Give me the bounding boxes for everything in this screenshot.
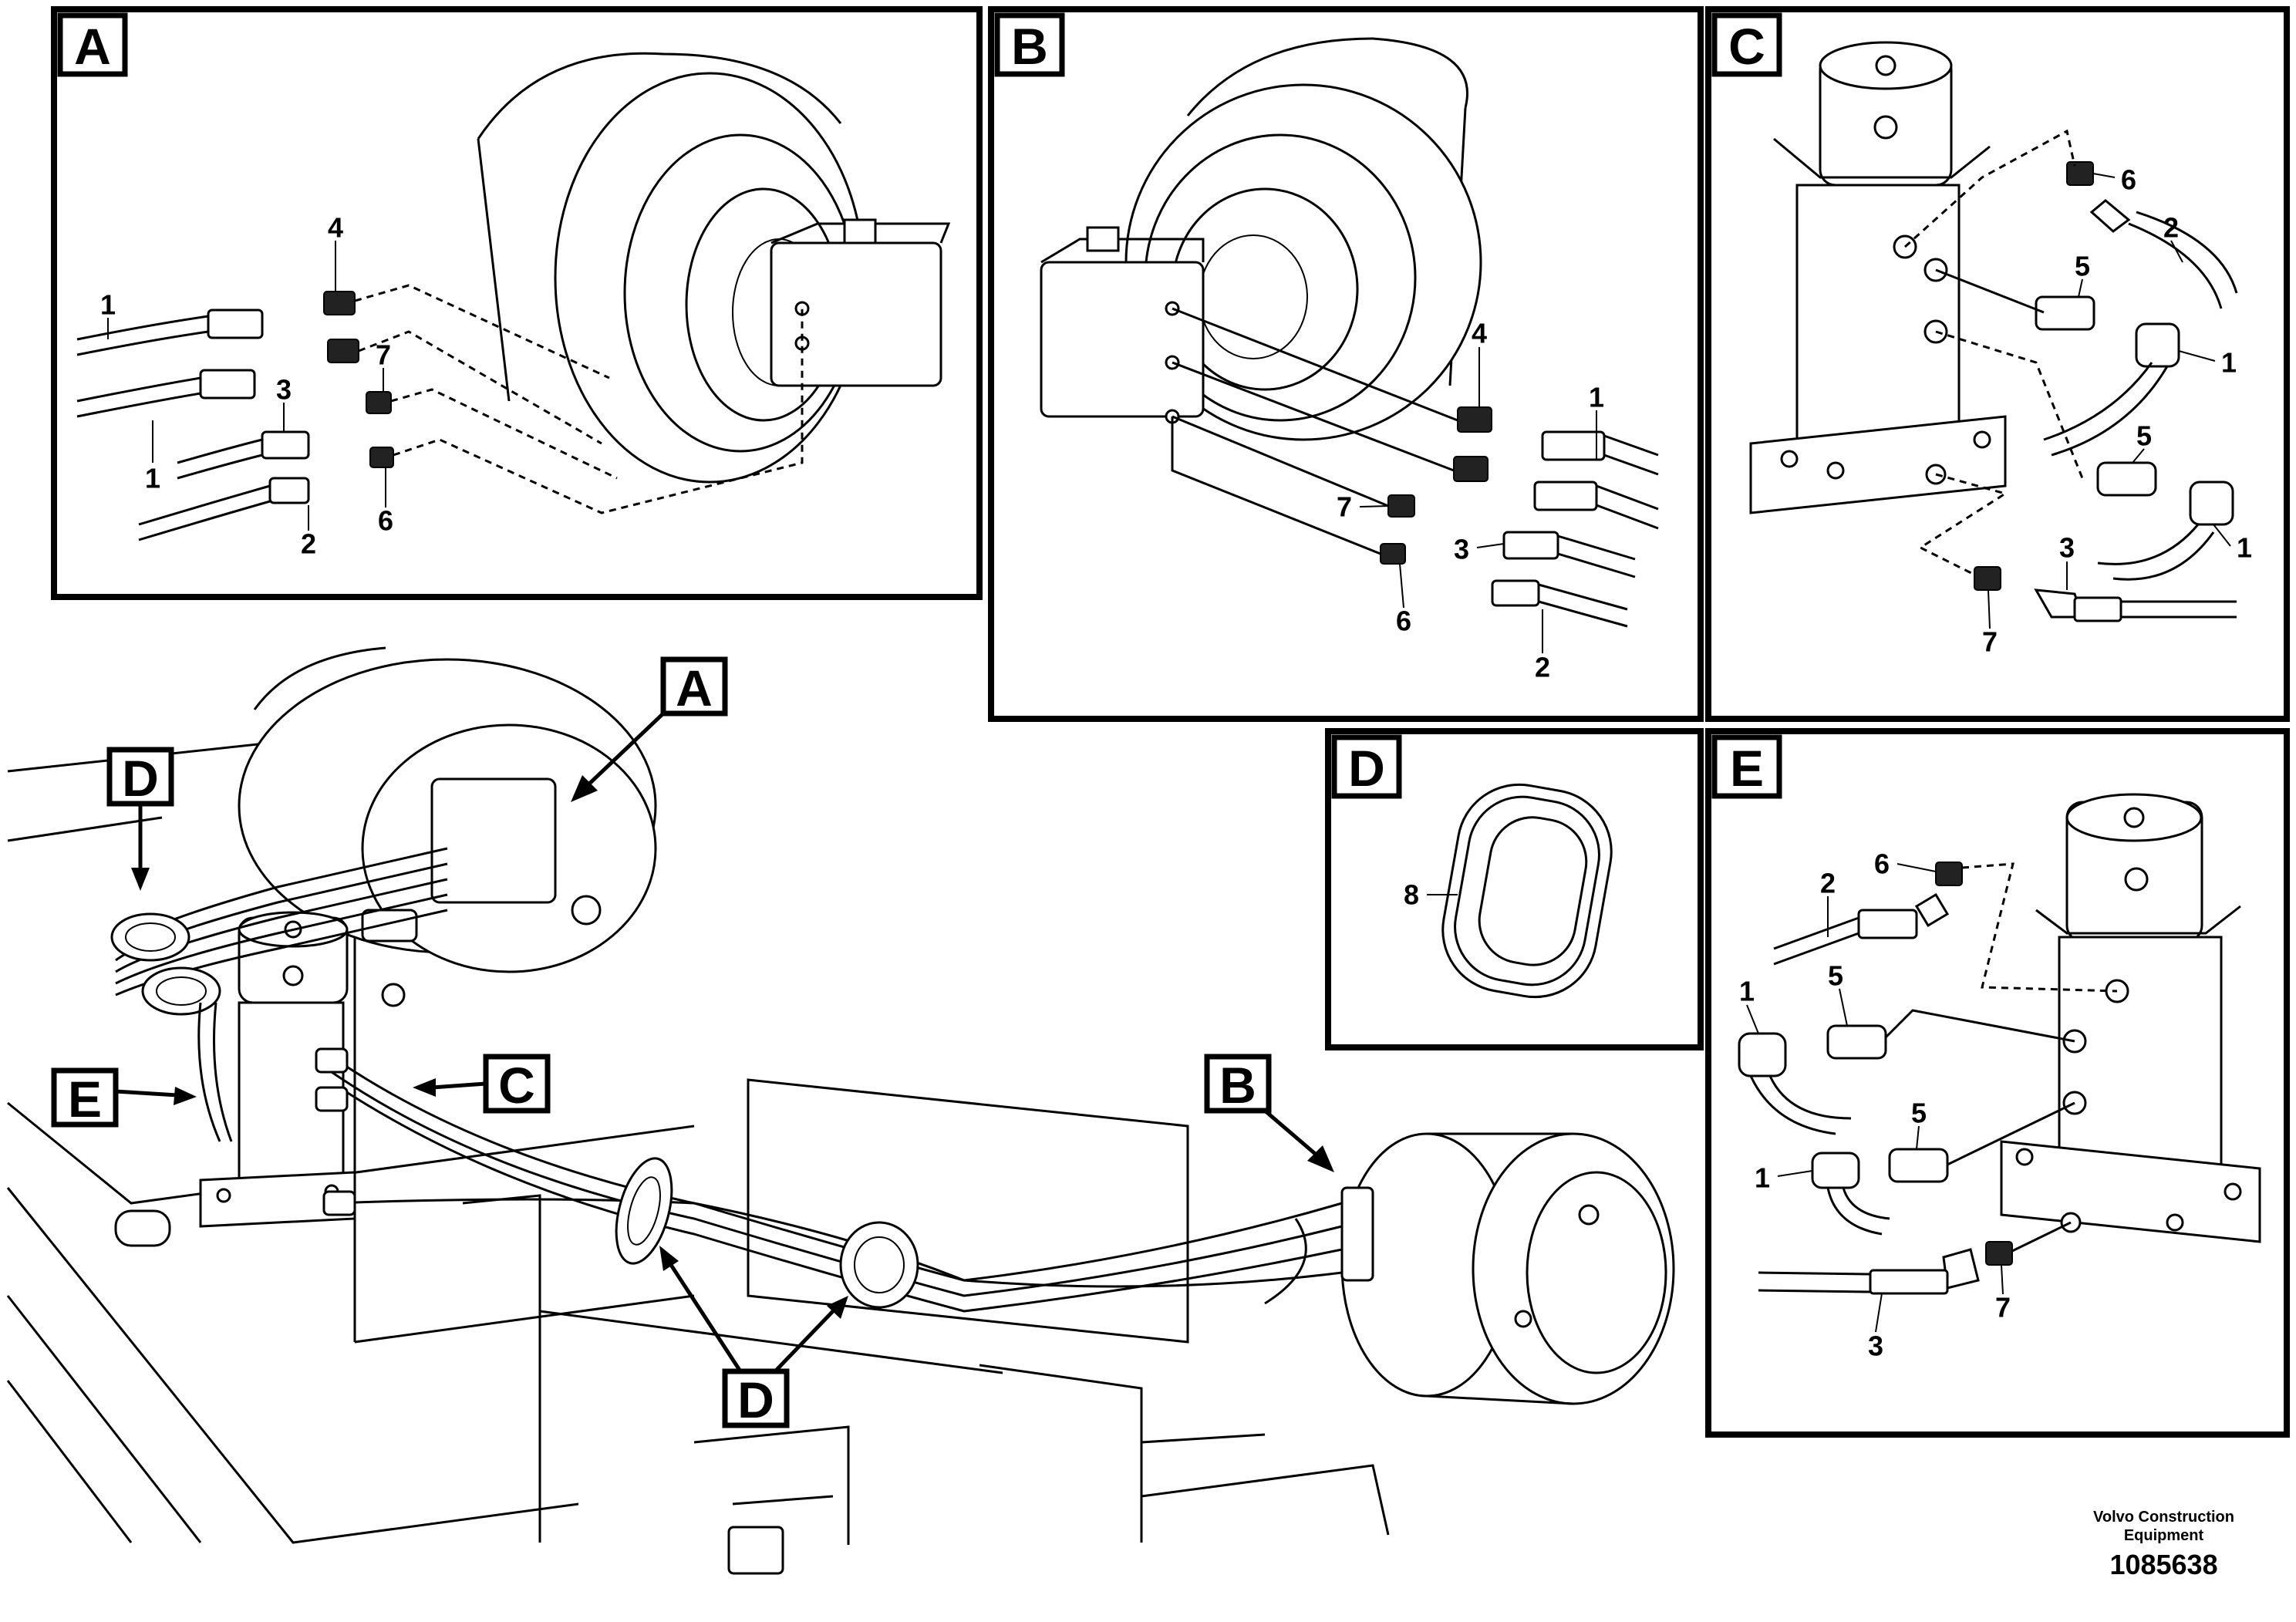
grommet-d [1441,783,1613,999]
overview-tag-b: B [1219,1057,1256,1114]
callout-3: 3 [276,374,292,406]
panel-e-tag: E [1730,740,1764,797]
swivel-joint-c [1749,41,2007,514]
overview-tag-a: A [676,659,713,717]
callout-6: 6 [378,505,393,537]
callout-6: 6 [1396,605,1411,637]
brand-line-2: Equipment [2123,1527,2204,1544]
callout-3: 3 [1454,534,1469,565]
hoses-b [1491,430,1659,628]
callout-4: 4 [1472,318,1487,349]
swivel-joint-e [2000,793,2261,1243]
panel-a: A [51,6,983,600]
callouts-c: 1 1 2 3 5 5 6 7 [1982,164,2252,658]
panel-c-tag: C [1728,18,1765,75]
callout-2: 2 [301,528,316,560]
callout-1: 1 [100,289,116,321]
callout-2: 2 [2163,212,2179,244]
panel-b-tag: B [1011,18,1048,75]
callout-5: 5 [2136,420,2152,452]
callout-5: 5 [1828,960,1843,992]
callout-1: 1 [1739,976,1755,1007]
footer: Volvo Construction Equipment 1085638 [2093,1508,2234,1582]
callout-2: 2 [1535,652,1550,683]
panel-b: B [988,6,1704,722]
callout-4: 4 [328,212,343,244]
fittings-a [323,291,394,468]
overview-tag-e: E [68,1071,102,1128]
fittings-b [1380,406,1492,565]
callouts-a: 1 1 2 3 4 6 7 [100,212,393,560]
document-number: 1085638 [2109,1549,2218,1580]
callout-1: 1 [2237,532,2252,564]
overview-drawing [6,646,1675,1575]
callout-7: 7 [1337,491,1352,523]
callout-1: 1 [1589,382,1604,413]
panel-c: C [1705,6,2290,722]
callout-1: 1 [2221,347,2237,379]
overview-tag-c: C [498,1057,535,1114]
callout-1: 1 [145,463,160,494]
callout-3: 3 [2059,532,2075,564]
panel-d-tag: D [1348,740,1385,797]
callout-8: 8 [1404,879,1419,911]
brand-line-1: Volvo Construction [2093,1509,2234,1526]
travel-motor-b [1040,37,1482,441]
overview-tags: A B C D D E [51,656,1334,1428]
hoses-a [76,309,310,541]
panel-a-tag: A [74,18,111,75]
callout-5: 5 [1911,1098,1927,1129]
callout-7: 7 [1982,626,1998,658]
panel-d: D 8 [1325,728,1704,1050]
callout-6: 6 [1874,848,1890,880]
overview-tag-d: D [737,1371,774,1428]
callout-1: 1 [1755,1162,1770,1194]
callout-7: 7 [376,339,391,371]
fittings-c [1974,161,2238,622]
fittings-e [1738,862,2013,1295]
overview-tag-d: D [122,750,159,807]
callout-3: 3 [1868,1330,1883,1362]
callout-2: 2 [1820,868,1836,899]
panel-e: E [1705,728,2290,1438]
callout-7: 7 [1995,1292,2011,1324]
callout-5: 5 [2075,251,2090,282]
callouts-e: 1 1 2 3 5 5 6 7 [1739,848,2011,1362]
callout-6: 6 [2121,164,2136,196]
callouts-b: 1 2 3 4 6 7 [1337,318,1604,683]
